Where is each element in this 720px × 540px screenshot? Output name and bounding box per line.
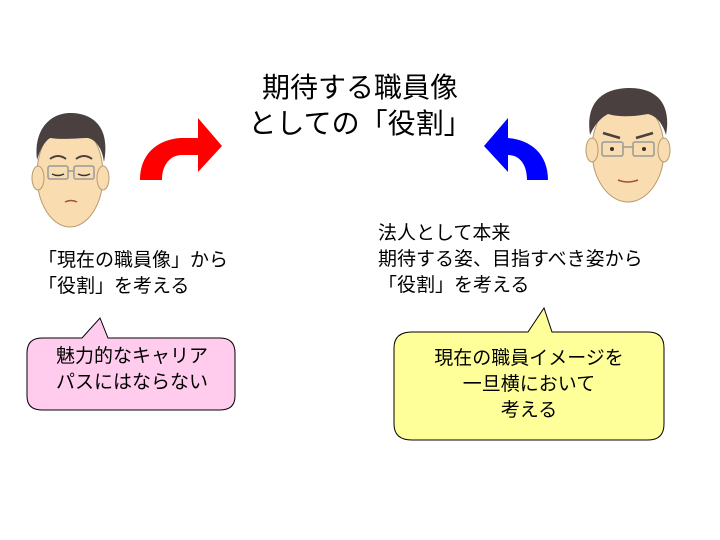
right-label-line1: 法人として本来 [378, 222, 511, 244]
right-bubble-line2: 一旦横において [462, 373, 596, 395]
right-bubble-text: 現在の職員イメージを 一旦横において 考える [394, 345, 664, 423]
left-label-line1: 「現在の職員像」から [38, 249, 229, 271]
right-bubble-line1: 現在の職員イメージを [434, 347, 624, 369]
right-bubble-line3: 考える [500, 399, 558, 421]
worried-person-icon [31, 112, 110, 228]
main-title-line2: としての「役割」 [248, 107, 472, 140]
right-approach-label: 法人として本来 期待する姿、目指すべき姿から 「役割」を考える [378, 220, 643, 298]
main-title: 期待する職員像 としての「役割」 [210, 70, 510, 142]
red-curved-arrow-icon [140, 118, 222, 180]
left-approach-label: 「現在の職員像」から 「役割」を考える [38, 247, 228, 299]
left-label-line2: 「役割」を考える [38, 275, 190, 297]
determined-person-icon [585, 88, 671, 203]
right-label-line2: 期待する姿、目指すべき姿から [378, 248, 643, 270]
main-title-line1: 期待する職員像 [261, 71, 458, 104]
right-speech-bubble [393, 306, 665, 441]
left-bubble-line2: パスにはならない [55, 371, 208, 393]
blue-curved-arrow-icon [484, 118, 548, 180]
right-label-line3: 「役割」を考える [378, 274, 530, 296]
left-bubble-line1: 魅力的なキャリア [55, 345, 208, 367]
left-speech-bubble [26, 317, 236, 411]
left-bubble-text: 魅力的なキャリア パスにはならない [27, 343, 237, 395]
